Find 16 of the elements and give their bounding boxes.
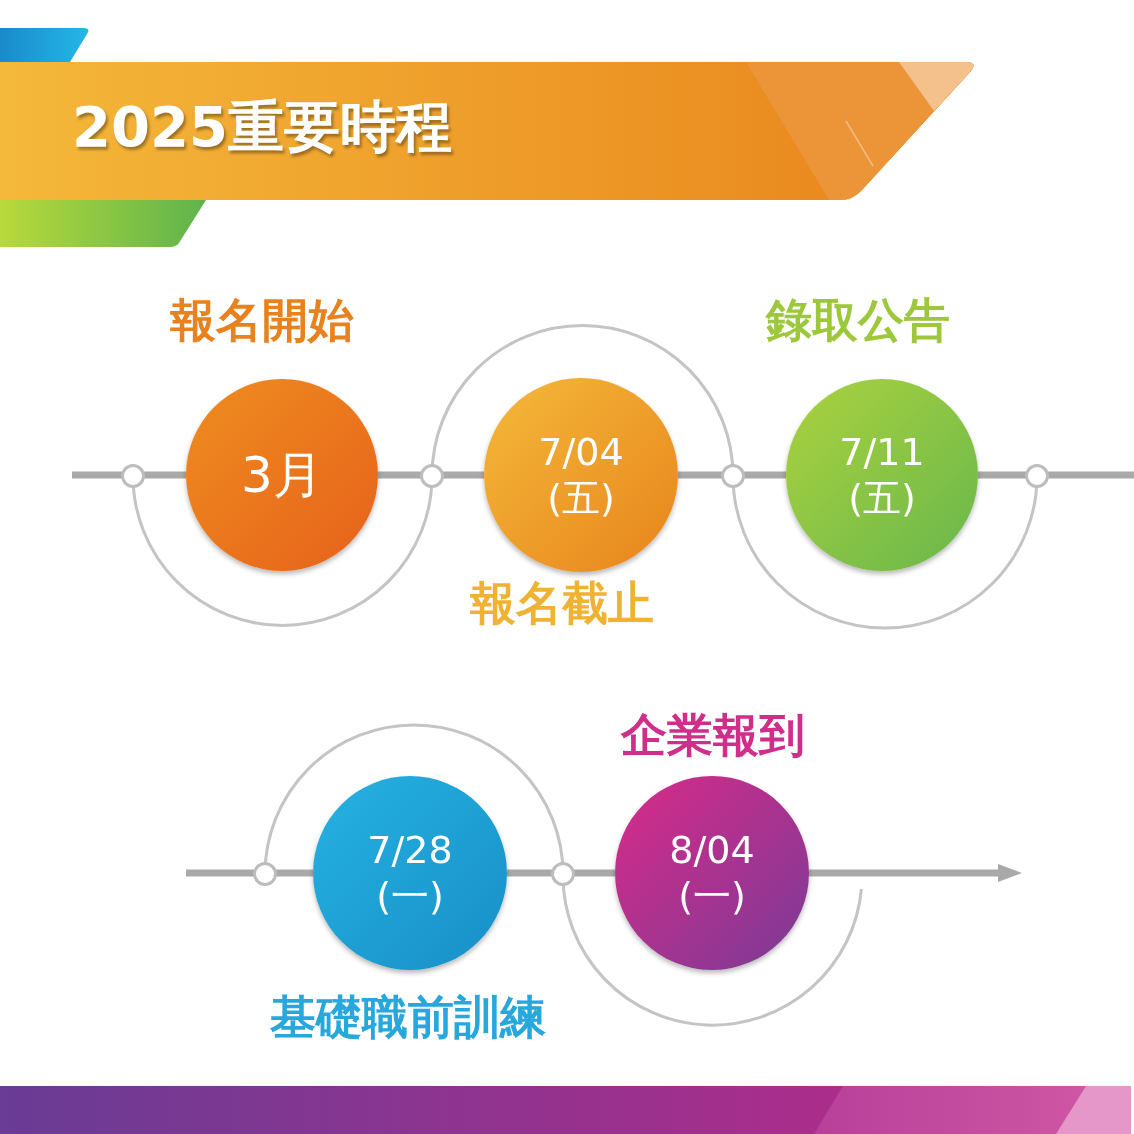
- timeline-line: [978, 471, 1134, 479]
- date-text: 3月: [240, 444, 324, 506]
- timeline-line: [678, 471, 786, 479]
- milestone-label: 錄取公告: [766, 292, 950, 348]
- milestone-label: 報名截止: [470, 575, 654, 631]
- milestone-label: 基礎職前訓練: [270, 989, 546, 1045]
- timeline-arrow: [809, 864, 1022, 882]
- milestone-label: 報名開始: [170, 292, 354, 348]
- date-text: 7/28 (一): [366, 827, 454, 919]
- date-text: 7/04 (五): [537, 429, 625, 521]
- timeline-line: [378, 471, 484, 479]
- title: 2025重要時程: [72, 93, 452, 161]
- milestone-label: 企業報到: [621, 707, 805, 763]
- date-text: 8/04 (一): [668, 827, 756, 919]
- timeline-line: [507, 869, 615, 877]
- date-text: 7/11 (五): [838, 429, 926, 521]
